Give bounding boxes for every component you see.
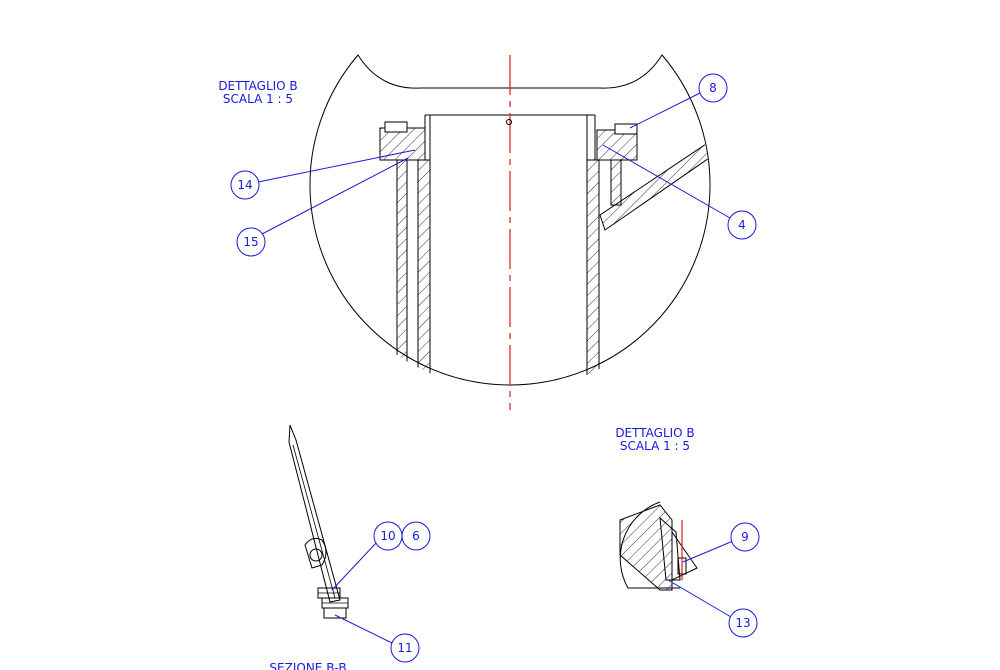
balloon-15: 15	[236, 227, 266, 257]
svg-text:10: 10	[380, 529, 395, 543]
detail-view-bottom-right: DETTAGLIO B SCALA 1 : 5 9 13	[615, 426, 760, 638]
left-outer-wall	[396, 159, 408, 390]
left-flange	[379, 127, 426, 161]
right-bolt-head	[614, 123, 638, 135]
svg-text:9: 9	[741, 530, 749, 544]
svg-text:13: 13	[735, 616, 750, 630]
balloon-4: 4	[727, 210, 757, 240]
detail-right-scale: SCALA 1 : 5	[620, 439, 690, 453]
detail-top-scale: SCALA 1 : 5	[223, 92, 293, 106]
detail-right-title: DETTAGLIO B	[615, 426, 694, 440]
balloon-14: 14	[230, 170, 260, 200]
balloon-8: 8	[698, 73, 728, 103]
slanted-plate	[288, 424, 341, 603]
right-inner-wall	[586, 159, 600, 390]
left-bolt-head	[384, 121, 408, 133]
svg-text:4: 4	[738, 218, 746, 232]
svg-text:11: 11	[397, 641, 412, 655]
balloon-10: 10	[373, 521, 403, 551]
balloon-13: 13	[728, 608, 758, 638]
balloon-9: 9	[730, 522, 760, 552]
svg-text:6: 6	[412, 529, 420, 543]
left-inner-wall	[417, 159, 431, 390]
svg-text:8: 8	[709, 81, 717, 95]
detail-right-body	[619, 504, 673, 591]
svg-text:14: 14	[237, 178, 252, 192]
diagonal-strut	[599, 139, 710, 231]
section-title: SEZIONE B-B	[269, 661, 346, 670]
svg-text:15: 15	[243, 235, 258, 249]
detail-view-top: DETTAGLIO B SCALA 1 : 5 8 14 15 4	[218, 54, 757, 410]
detail-top-title: DETTAGLIO B	[218, 79, 297, 93]
balloon-11: 11	[390, 633, 420, 663]
section-view-bottom-left: 10 6 11 SEZIONE B-B	[269, 424, 431, 670]
balloon-6: 6	[401, 521, 431, 551]
right-outer-wall	[610, 159, 622, 206]
detail-boundary	[309, 54, 711, 386]
